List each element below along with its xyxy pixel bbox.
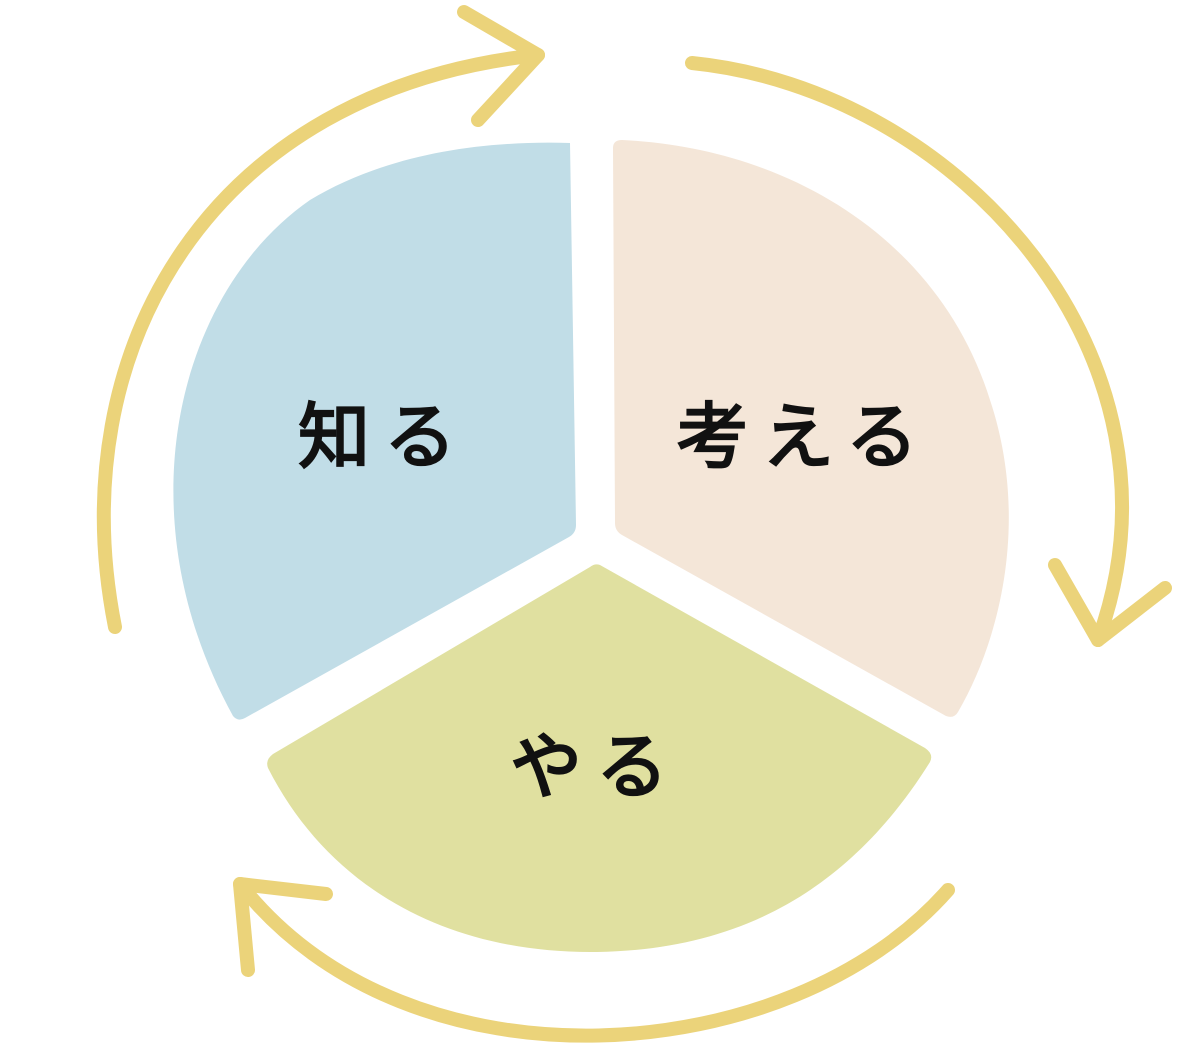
arrow-top-left-head-icon	[457, 5, 545, 127]
segment-know	[173, 142, 576, 720]
segment-labels: 知る 考える やる	[298, 395, 932, 809]
pie-chart	[173, 140, 1009, 953]
segment-think	[613, 140, 1009, 717]
label-think: 考える	[676, 395, 932, 479]
arrow-top-left	[96, 5, 545, 634]
arrow-bottom-head-icon	[233, 877, 333, 977]
arrow-right	[685, 56, 1172, 647]
arrow-bottom-shaft	[233, 877, 955, 1043]
arrow-top-left-shaft	[96, 48, 545, 634]
arrow-right-head-icon	[1048, 558, 1172, 647]
arrow-right-shaft	[685, 56, 1129, 647]
segment-do	[267, 564, 932, 953]
arrow-bottom	[233, 877, 955, 1043]
label-do: やる	[510, 725, 682, 809]
label-know: 知る	[298, 395, 470, 479]
cycle-arrows	[96, 5, 1172, 1043]
